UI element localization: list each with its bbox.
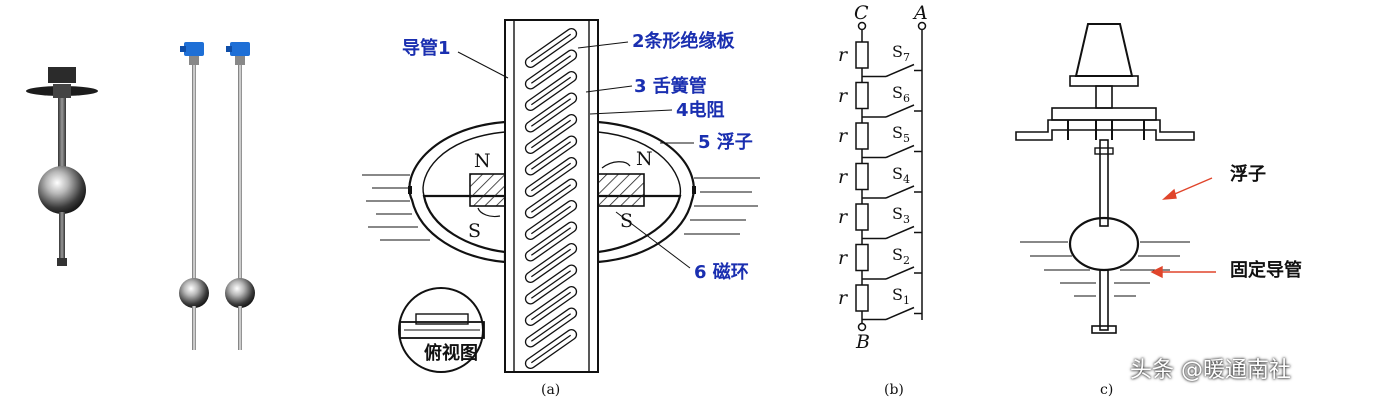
reed-switch <box>524 157 578 197</box>
resistor <box>855 162 869 191</box>
panel-c-arrows <box>1150 177 1216 279</box>
label-magnet-ring: 6 磁环 <box>694 262 749 283</box>
resistor-label: r <box>838 165 848 188</box>
watermark: 头条 @暖通南社 <box>1130 358 1291 383</box>
resistor <box>855 81 869 110</box>
label-north-left: N <box>474 150 491 172</box>
label-south-left: S <box>468 220 482 242</box>
resistor-label: r <box>838 125 848 147</box>
panel-a-diagram <box>362 19 760 373</box>
switch-blade <box>885 185 915 199</box>
switch-label: S3 <box>892 204 910 227</box>
node-c-label: C <box>854 2 869 24</box>
caption-a: (a) <box>541 382 561 398</box>
label-guide-tube: 导管1 <box>402 38 451 59</box>
reed-switch <box>524 71 578 111</box>
reed-switch <box>524 28 578 68</box>
label-float-c: 浮子 <box>1230 164 1266 185</box>
resistor <box>855 41 869 69</box>
label-strip-board: 2条形绝缘板 <box>632 31 735 52</box>
reed-switch <box>524 92 578 133</box>
resistor-label: r <box>838 206 848 228</box>
switch-label: S7 <box>892 42 910 65</box>
switch-label: S5 <box>892 123 910 146</box>
switch-blade <box>885 306 915 321</box>
resistor-label: r <box>838 84 848 107</box>
reed-switch <box>524 264 578 305</box>
label-fixed-tube: 固定导管 <box>1230 260 1302 281</box>
reed-switch <box>524 307 578 348</box>
panel-c-diagram <box>1015 23 1195 334</box>
node-a-label: A <box>914 2 928 24</box>
label-top-view: 俯视图 <box>424 343 478 364</box>
reed-switch-array <box>524 28 578 369</box>
reed-switch <box>524 49 578 90</box>
resistor-label: r <box>838 287 848 309</box>
resistor <box>855 122 869 150</box>
label-resistor: 4电阻 <box>676 100 725 121</box>
switch-label: S4 <box>892 163 910 186</box>
resistor-label: r <box>838 44 848 66</box>
reed-switch <box>524 286 578 326</box>
switch-blade <box>885 266 915 280</box>
label-north-right: N <box>636 148 653 170</box>
resistor-label: r <box>838 246 848 269</box>
switch-blade <box>885 104 915 118</box>
panel-b-circuit <box>857 21 927 332</box>
caption-c: c) <box>1100 382 1114 398</box>
switch-label: S6 <box>892 82 910 105</box>
switch-label: S2 <box>892 244 910 267</box>
reed-switch <box>524 329 578 369</box>
reed-switch <box>524 243 578 283</box>
switch-blade <box>885 63 915 78</box>
caption-b: (b) <box>884 382 904 398</box>
resistor <box>855 243 869 272</box>
resistor-ladder <box>855 38 922 323</box>
float-switch-photo-1 <box>26 67 98 266</box>
float-switch-photo-2 <box>179 42 255 350</box>
label-float: 5 浮子 <box>698 132 753 153</box>
resistor <box>855 284 869 312</box>
reed-switch <box>524 135 578 176</box>
reed-switch <box>524 114 578 154</box>
reed-switch <box>524 221 578 262</box>
reed-switch <box>524 178 578 219</box>
label-south-right: S <box>620 210 634 232</box>
reed-switch <box>524 200 578 240</box>
switch-blade <box>885 225 915 240</box>
switch-label: S1 <box>892 285 910 308</box>
label-reed-switch: 3 舌簧管 <box>634 76 707 97</box>
resistor <box>855 203 869 231</box>
node-b-label: B <box>856 331 870 353</box>
switch-blade <box>885 144 915 159</box>
